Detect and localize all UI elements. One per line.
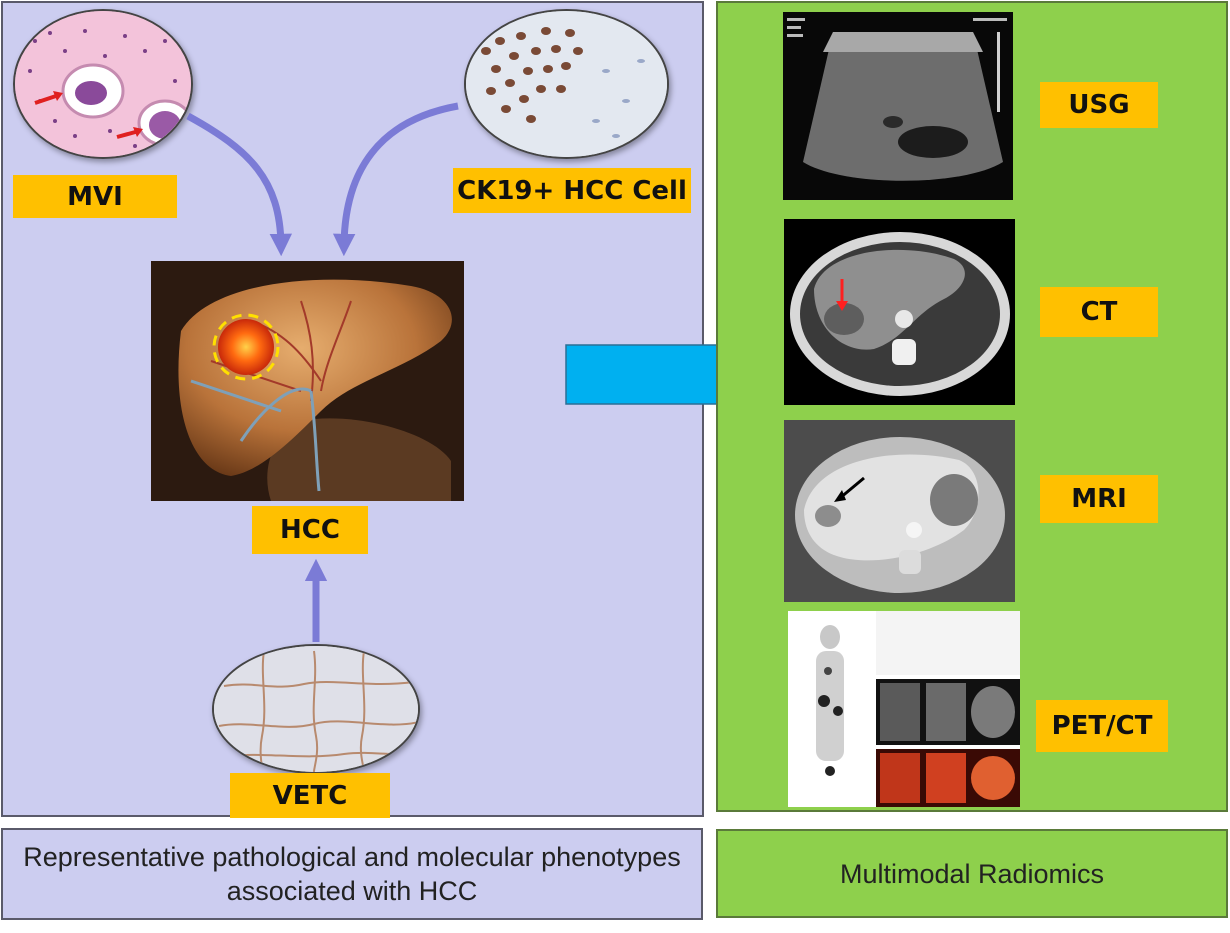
usg-scan-image <box>783 12 1013 200</box>
ck19-ihc-image <box>464 9 669 159</box>
mvi-label: MVI <box>13 175 177 218</box>
ct-label: CT <box>1040 287 1158 337</box>
usg-label: USG <box>1040 82 1158 128</box>
petct-scan-image <box>788 611 1020 807</box>
mri-scan-image <box>784 420 1015 602</box>
ck19-label: CK19+ HCC Cell <box>453 168 691 213</box>
vetc-histology-image <box>212 644 420 774</box>
pathology-panel: MVI CK19+ HCC Cell HCC VETC <box>1 1 704 818</box>
liver-hcc-illustration <box>151 261 464 501</box>
hcc-label: HCC <box>252 506 368 554</box>
petct-label: PET/CT <box>1036 700 1168 752</box>
radiomics-caption: Multimodal Radiomics <box>839 858 1105 889</box>
vetc-label: VETC <box>230 773 390 818</box>
ct-scan-image <box>784 219 1015 405</box>
pathology-caption-box: Representative pathological and molecula… <box>1 828 703 920</box>
mri-label: MRI <box>1040 475 1158 523</box>
pathology-caption: Representative pathological and molecula… <box>23 842 681 906</box>
mvi-histology-image <box>13 9 193 159</box>
radiomics-panel: USG CT MRI PET/CT <box>716 1 1228 812</box>
radiomics-caption-box: Multimodal Radiomics <box>716 829 1228 918</box>
